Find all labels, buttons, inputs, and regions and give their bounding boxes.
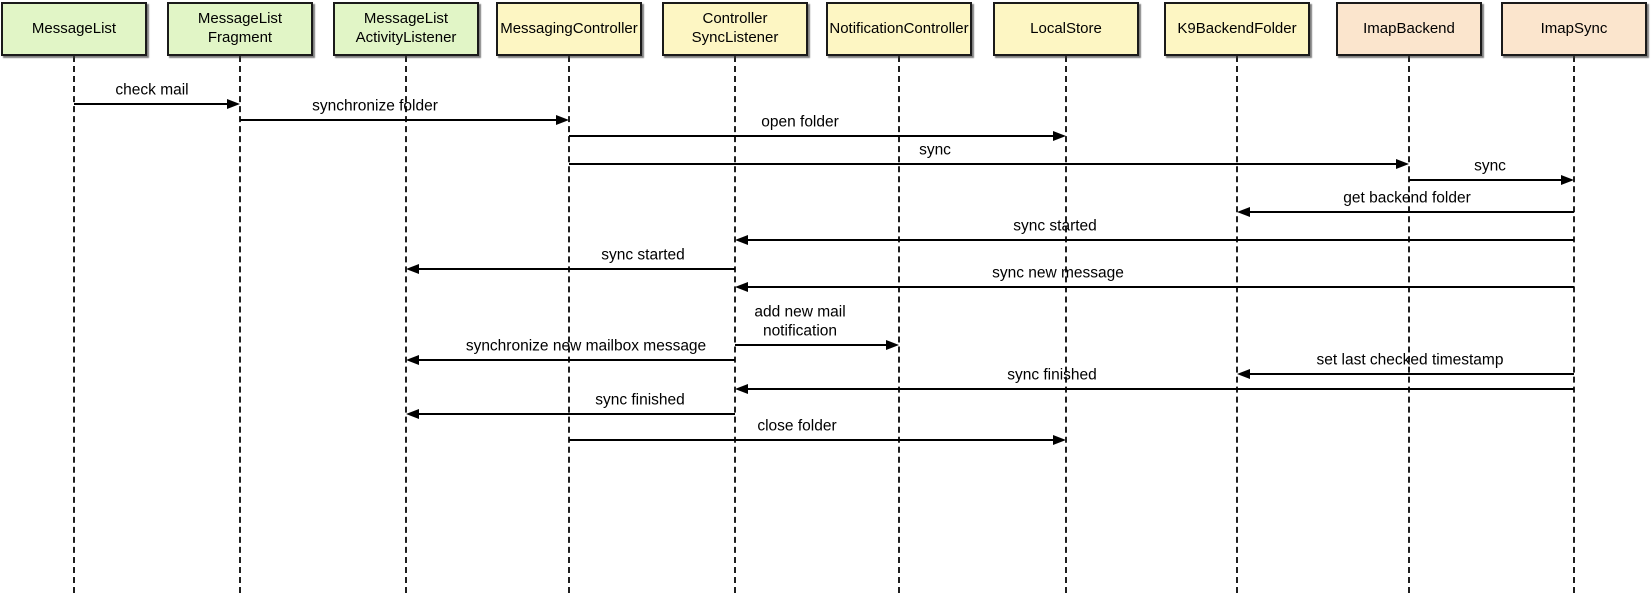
message-label: set last checked timestamp — [1316, 351, 1504, 369]
message-label: add new mail notification — [754, 303, 846, 340]
message-arrow-line — [746, 388, 1574, 390]
arrowhead-icon — [886, 340, 899, 350]
arrowhead-icon — [735, 282, 748, 292]
message-label: sync finished — [595, 391, 685, 409]
message-arrow-line — [417, 268, 735, 270]
lifeline-MessagingController — [568, 56, 570, 593]
actor-label: MessageList ActivityListener — [355, 10, 457, 46]
message-label: close folder — [757, 417, 837, 435]
arrowhead-icon — [1237, 207, 1250, 217]
lifeline-K9BackendFolder — [1236, 56, 1238, 593]
actor-box-MessagingController: MessagingController — [496, 2, 642, 56]
message-arrow-line — [735, 344, 888, 346]
lifeline-MessageListActivityListener — [405, 56, 407, 593]
arrowhead-icon — [406, 264, 419, 274]
message-arrow-line — [1248, 211, 1574, 213]
actor-label: LocalStore — [1030, 19, 1102, 37]
message-arrow-line — [746, 239, 1574, 241]
message-label: open folder — [761, 113, 839, 131]
message-arrow-line — [569, 135, 1055, 137]
message-label: synchronize folder — [312, 97, 438, 115]
message-label: sync started — [1013, 217, 1097, 235]
actor-label: ImapSync — [1540, 19, 1608, 37]
message-arrow-line — [569, 163, 1398, 165]
message-arrow-line — [74, 103, 229, 105]
arrowhead-icon — [406, 355, 419, 365]
message-arrow-line — [746, 286, 1574, 288]
arrowhead-icon — [735, 384, 748, 394]
lifeline-ControllerSyncListener — [734, 56, 736, 593]
lifeline-LocalStore — [1065, 56, 1067, 593]
arrowhead-icon — [1053, 131, 1066, 141]
message-label: sync finished — [1007, 366, 1097, 384]
message-label: sync new message — [992, 264, 1124, 282]
arrowhead-icon — [735, 235, 748, 245]
actor-label: NotificationController — [829, 19, 969, 37]
actor-box-LocalStore: LocalStore — [993, 2, 1139, 56]
actor-box-ImapSync: ImapSync — [1501, 2, 1647, 56]
message-arrow-line — [417, 359, 735, 361]
lifeline-MessageListFragment — [239, 56, 241, 593]
actor-box-K9BackendFolder: K9BackendFolder — [1164, 2, 1310, 56]
lifeline-ImapSync — [1573, 56, 1575, 593]
lifeline-MessageList — [73, 56, 75, 593]
arrowhead-icon — [406, 409, 419, 419]
actor-box-ImapBackend: ImapBackend — [1336, 2, 1482, 56]
actor-label: K9BackendFolder — [1177, 19, 1297, 37]
arrowhead-icon — [1396, 159, 1409, 169]
actor-box-NotificationController: NotificationController — [826, 2, 972, 56]
lifeline-ImapBackend — [1408, 56, 1410, 593]
arrowhead-icon — [556, 115, 569, 125]
actor-label: Controller SyncListener — [691, 10, 779, 46]
message-arrow-line — [1409, 179, 1563, 181]
actor-label: MessagingController — [500, 19, 638, 37]
message-label: sync — [1474, 157, 1506, 175]
actor-label: MessageList Fragment — [197, 10, 283, 46]
message-arrow-line — [569, 439, 1055, 441]
message-label: get backend folder — [1343, 189, 1471, 207]
actor-box-MessageListFragment: MessageList Fragment — [167, 2, 313, 56]
actor-box-MessageListActivityListener: MessageList ActivityListener — [333, 2, 479, 56]
actor-box-MessageList: MessageList — [1, 2, 147, 56]
message-arrow-line — [417, 413, 735, 415]
arrowhead-icon — [227, 99, 240, 109]
arrowhead-icon — [1561, 175, 1574, 185]
message-arrow-line — [1248, 373, 1574, 375]
arrowhead-icon — [1053, 435, 1066, 445]
message-label: sync started — [601, 246, 685, 264]
arrowhead-icon — [1237, 369, 1250, 379]
message-label: check mail — [115, 81, 189, 99]
actor-box-ControllerSyncListener: Controller SyncListener — [662, 2, 808, 56]
actor-label: MessageList — [31, 19, 117, 37]
lifeline-NotificationController — [898, 56, 900, 593]
actor-label: ImapBackend — [1363, 19, 1455, 37]
message-label: sync — [919, 141, 951, 159]
message-arrow-line — [240, 119, 558, 121]
message-label: synchronize new mailbox message — [465, 337, 707, 355]
